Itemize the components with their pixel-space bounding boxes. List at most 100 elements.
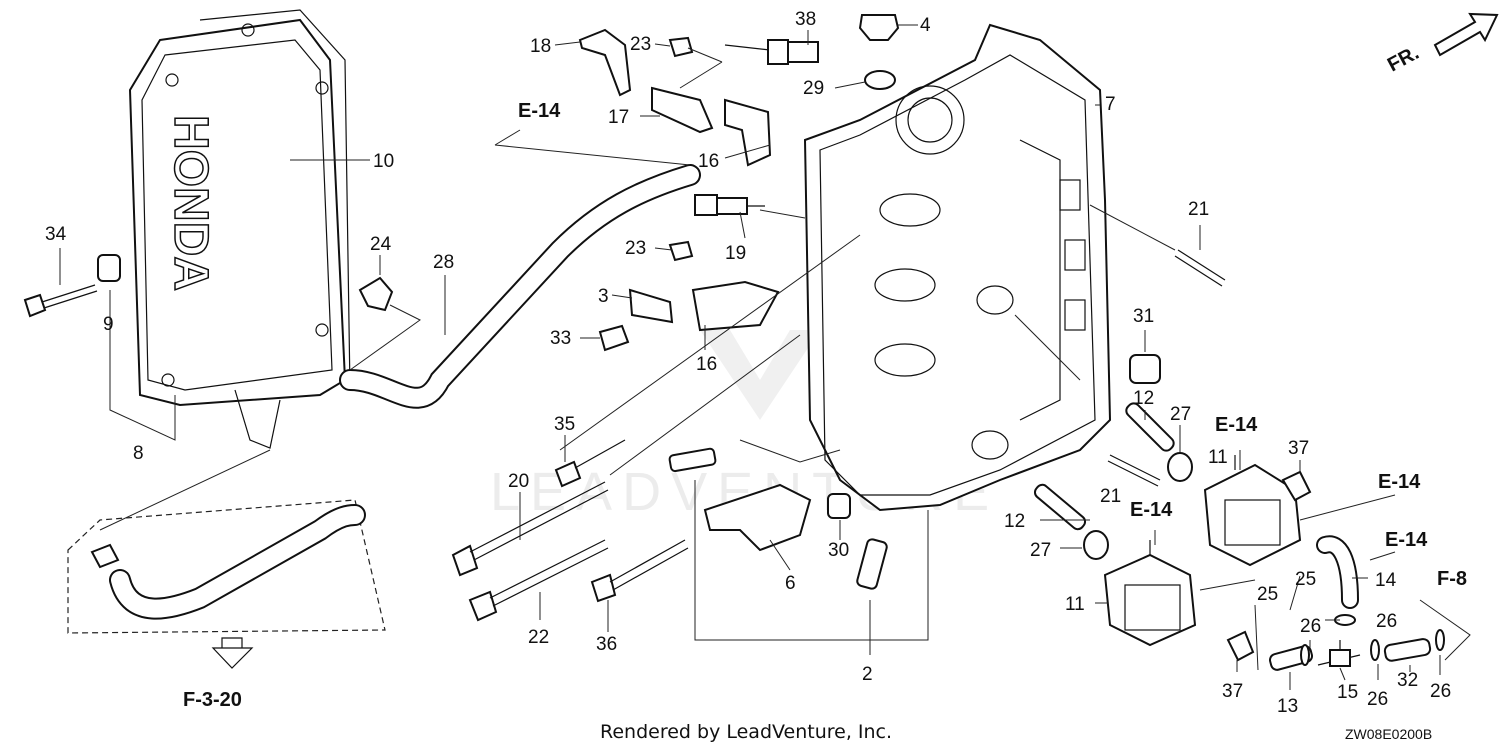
clip-26c	[1435, 629, 1445, 651]
fuel-pump-11a	[1203, 455, 1302, 567]
diagram-code: ZW08E0200B	[1345, 726, 1432, 742]
dowel-12a	[1125, 402, 1175, 452]
callout-25b: 25	[1257, 584, 1278, 605]
callout-35: 35	[554, 414, 575, 435]
fuel-pump-11b	[1103, 540, 1197, 647]
bolt-23a	[668, 36, 694, 58]
tee-joint-15	[1317, 640, 1361, 667]
callout-37b: 37	[1222, 681, 1243, 702]
callout-31: 31	[1133, 306, 1154, 327]
stud-21a	[1174, 249, 1226, 287]
callout-12a: 12	[1133, 388, 1154, 409]
callout-13: 13	[1277, 696, 1298, 717]
callout-11b: 11	[1065, 594, 1085, 615]
pin-upper	[668, 447, 717, 473]
cylinder-head	[803, 23, 1112, 512]
callout-9: 9	[103, 314, 114, 335]
sensor-19	[694, 194, 765, 216]
hose-32	[1383, 638, 1432, 662]
callout-16a: 16	[698, 151, 719, 172]
ref-e14-right-b: E-14	[1385, 529, 1428, 551]
bolt-33	[598, 324, 630, 352]
callout-17: 17	[608, 107, 629, 128]
callout-36: 36	[596, 634, 617, 655]
callout-8: 8	[133, 443, 144, 464]
spark-plug-38	[724, 39, 819, 65]
callout-34: 34	[45, 224, 67, 245]
hose-detail-box	[67, 499, 386, 634]
bolt-35	[554, 439, 626, 488]
ref-e14-hose: E-14	[518, 100, 561, 122]
bolt-22	[468, 539, 609, 622]
callout-18: 18	[530, 36, 551, 57]
front-direction-arrow-icon	[1433, 12, 1499, 57]
front-label: FR.	[1384, 42, 1423, 77]
clip-26b	[1370, 639, 1380, 661]
callout-26c: 26	[1367, 689, 1388, 710]
collar-31	[1129, 354, 1161, 384]
callout-32: 32	[1397, 670, 1418, 691]
honda-embossed-text: HONDA	[164, 115, 217, 291]
ref-f8: F-8	[1437, 568, 1467, 590]
callout-12b: 12	[1004, 511, 1025, 532]
clamp-16b	[691, 280, 780, 332]
callout-3: 3	[598, 286, 609, 307]
clamp-16a	[724, 98, 772, 167]
plate-3	[628, 288, 674, 324]
credit-text: Rendered by LeadVenture, Inc.	[600, 721, 892, 743]
collar-9	[97, 254, 121, 282]
callout-26d: 26	[1430, 681, 1451, 702]
o-ring-27b	[1083, 530, 1109, 560]
callout-30: 30	[828, 540, 849, 561]
callout-23b: 23	[625, 238, 646, 259]
collar-30	[827, 493, 851, 519]
bolt-36	[590, 539, 689, 603]
callout-16b: 16	[696, 354, 717, 375]
callout-7: 7	[1105, 94, 1116, 115]
section-references: E-14 E-14 E-14 E-14 E-14 F-8 F-3-20	[183, 100, 1467, 711]
bolt-20	[451, 481, 609, 577]
callout-26b: 26	[1300, 616, 1321, 637]
callout-21b: 21	[1100, 486, 1121, 507]
callout-2: 2	[862, 664, 873, 685]
bracket-17	[651, 86, 714, 134]
callout-21a: 21	[1188, 199, 1209, 220]
bolt-37b	[1226, 630, 1255, 662]
leader-lines	[59, 24, 1471, 690]
o-ring-27a	[1167, 452, 1193, 482]
clip-26d	[1300, 644, 1310, 666]
clip-24	[358, 276, 394, 312]
callout-38: 38	[795, 9, 816, 30]
callout-22: 22	[528, 627, 549, 648]
callout-6: 6	[785, 573, 796, 594]
callout-11a: 11	[1208, 447, 1228, 468]
callout-19: 19	[725, 243, 746, 264]
callout-27a: 27	[1170, 404, 1191, 425]
callout-23a: 23	[630, 34, 651, 55]
ref-e14-pump-top: E-14	[1215, 414, 1258, 436]
callout-20: 20	[508, 471, 529, 492]
bracket-6	[703, 483, 812, 552]
callout-25a: 25	[1295, 569, 1316, 590]
cylinder-head-cover: HONDA	[128, 9, 351, 449]
callout-27b: 27	[1030, 540, 1051, 561]
bolt-23b	[668, 240, 694, 262]
dowel-12b	[1033, 483, 1087, 531]
callout-4: 4	[920, 15, 931, 36]
hose-clip-small	[90, 543, 120, 569]
callout-28: 28	[433, 252, 454, 273]
washer-29	[864, 70, 896, 90]
ref-e14-right-a: E-14	[1378, 471, 1421, 493]
ref-f3-20: F-3-20	[183, 689, 242, 711]
callout-26a: 26	[1376, 611, 1397, 632]
watermark-logo	[700, 330, 820, 420]
bolt-37a	[1281, 470, 1312, 502]
pin-lower	[856, 538, 888, 590]
bracket-18	[578, 28, 632, 97]
stud-21b	[1107, 454, 1161, 487]
bolt-34	[23, 284, 98, 318]
ref-e14-pump-mid: E-14	[1130, 499, 1173, 521]
callout-24: 24	[370, 234, 392, 255]
